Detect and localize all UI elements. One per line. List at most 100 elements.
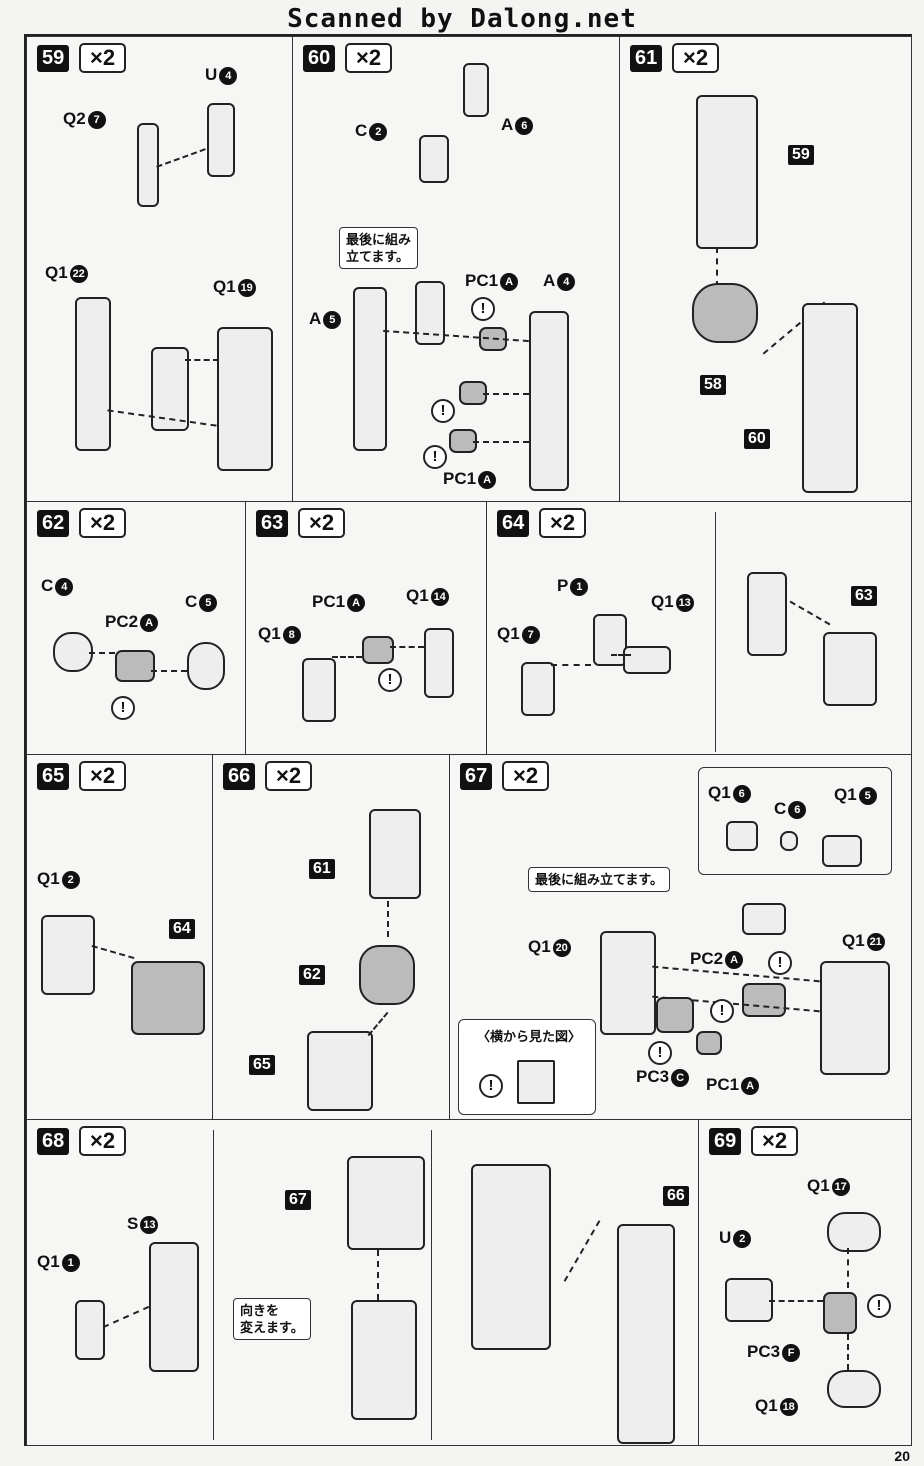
caution-icon: ! (648, 1041, 672, 1065)
part-q1-21 (820, 961, 890, 1075)
multiplier: ×2 (79, 508, 127, 538)
assembly-arrow (102, 1305, 150, 1329)
part-assembly-63 (823, 632, 877, 706)
ref-step-59: 59 (788, 145, 814, 165)
caution-icon: ! (479, 1074, 503, 1098)
part-combined (471, 1164, 551, 1350)
ref-step-62: 62 (299, 965, 325, 985)
part-assembly-64 (131, 961, 205, 1035)
assembly-arrow (151, 670, 187, 672)
part-assembly-65 (307, 1031, 373, 1111)
multiplier: ×2 (298, 508, 346, 538)
part-c2-assembled (415, 281, 445, 345)
assembly-arrow (563, 1220, 601, 1282)
part-assembly-61 (369, 809, 421, 899)
part-assembly-59 (696, 95, 758, 249)
divider (213, 1130, 214, 1440)
part-q1-7 (521, 662, 555, 716)
part-q1-2 (41, 915, 95, 995)
part-subassembly (351, 1300, 417, 1420)
step-number: 64 (497, 510, 530, 537)
part-c2 (419, 135, 449, 183)
part-u2 (725, 1278, 773, 1322)
part-q1-17 (827, 1212, 881, 1252)
caution-icon: ! (867, 1294, 891, 1318)
assembly-arrow (611, 654, 631, 656)
multiplier: ×2 (79, 43, 127, 73)
inset-box (698, 767, 892, 875)
assembly-arrow (390, 646, 424, 648)
part-a6 (463, 63, 489, 117)
assembly-arrow (387, 901, 389, 937)
caution-icon: ! (431, 399, 455, 423)
assembly-arrow (91, 944, 135, 960)
multiplier: ×2 (502, 761, 550, 791)
part-subassembly (742, 903, 786, 935)
assembly-arrow (89, 652, 115, 654)
assembly-arrow (332, 656, 362, 658)
assembly-arrow (847, 1248, 849, 1288)
multiplier: ×2 (79, 761, 127, 791)
part-c6 (780, 831, 798, 851)
step-number: 60 (303, 45, 336, 72)
caution-icon: ! (768, 951, 792, 975)
assembly-arrow (789, 600, 831, 626)
assembly-arrow (473, 441, 529, 443)
ref-step-66: 66 (663, 1186, 689, 1206)
step-number: 62 (37, 510, 70, 537)
step-number: 63 (256, 510, 289, 537)
multiplier: ×2 (79, 1126, 127, 1156)
part-subassembly (747, 572, 787, 656)
ref-step-65: 65 (249, 1055, 275, 1075)
assembly-arrow (847, 1334, 849, 1370)
assembly-arrow (377, 1250, 379, 1300)
part-a4 (529, 311, 569, 491)
part-assembly-67 (347, 1156, 425, 1250)
part-assembly-62 (359, 945, 415, 1005)
ref-step-64: 64 (169, 919, 195, 939)
part-q1-8 (302, 658, 336, 722)
note-assemble-last: 最後に組み立てます。 (528, 867, 671, 892)
multiplier: ×2 (265, 761, 313, 791)
multiplier: ×2 (345, 43, 393, 73)
part-c4 (53, 632, 93, 672)
ref-step-61: 61 (309, 859, 335, 879)
multiplier: ×2 (751, 1126, 799, 1156)
step-66-panel: 66 ×2 61 62 65 (212, 754, 450, 1120)
assembly-arrow (367, 1011, 389, 1037)
part-s13 (149, 1242, 199, 1372)
assembly-arrow (156, 148, 206, 168)
part-assembly-66 (617, 1224, 675, 1444)
side-view-part (517, 1060, 555, 1104)
part-pc1 (696, 1031, 722, 1055)
ref-step-67: 67 (285, 1190, 311, 1210)
part-pc2 (742, 983, 786, 1017)
part-pc3 (656, 997, 694, 1033)
part-q2 (137, 123, 159, 207)
assembly-arrow (383, 329, 529, 343)
part-q1-14 (424, 628, 454, 698)
